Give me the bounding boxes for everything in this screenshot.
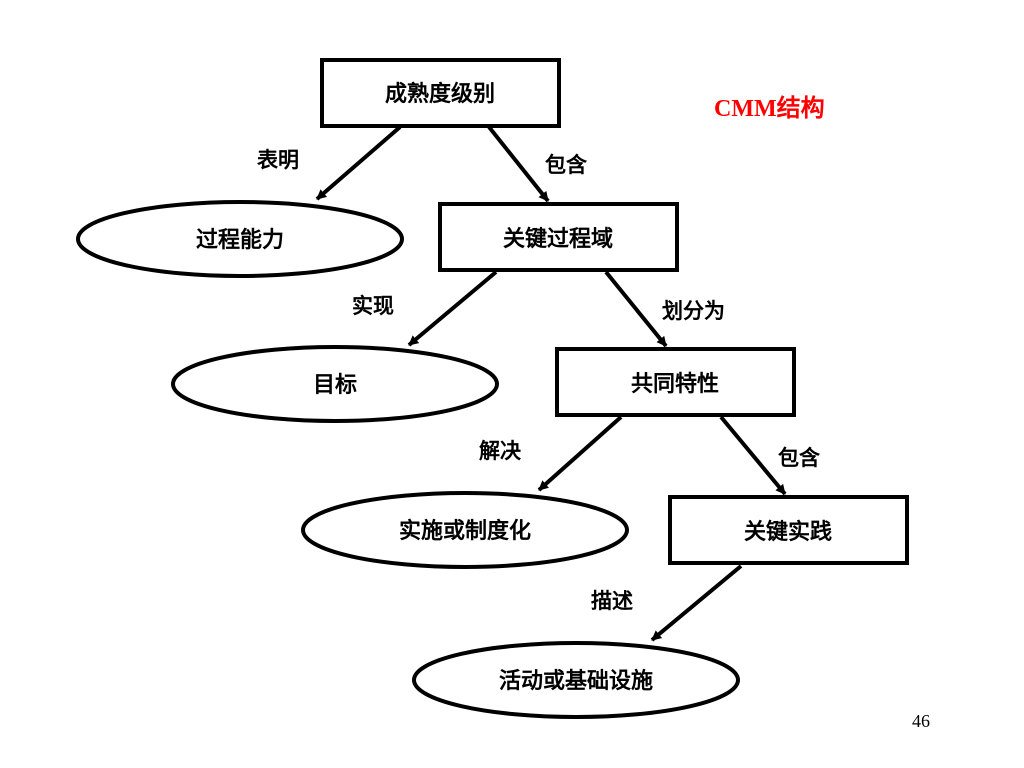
diagram-title: CMM结构 (714, 94, 825, 122)
edge-label-addresses: 解决 (479, 439, 522, 463)
edge-label-contains-2: 包含 (778, 446, 821, 470)
node-activities-ellipse (412, 641, 740, 719)
node-common-features-box (555, 347, 796, 417)
edge-label-contains-1: 包含 (545, 153, 588, 177)
edge-achieves-arrow (407, 270, 498, 347)
edge-indicates-arrow (315, 125, 402, 201)
node-goals-ellipse (171, 345, 499, 423)
node-key-practices-box (668, 495, 909, 565)
node-implementation-institutionalization: 实施或制度化 (399, 518, 531, 544)
node-process-capability: 过程能力 (196, 227, 284, 253)
node-key-process-area: 关键过程域 (503, 226, 613, 252)
edge-describes-arrow (650, 564, 743, 642)
edge-label-divided-into: 划分为 (662, 299, 725, 323)
page-number: 46 (912, 711, 930, 731)
edge-contains-2-arrow (719, 415, 787, 496)
node-implementation-ellipse (301, 491, 629, 569)
node-key-process-area-box (438, 202, 679, 272)
node-goals: 目标 (313, 372, 357, 398)
node-activities-infrastructure: 活动或基础设施 (499, 668, 653, 694)
node-process-capability-ellipse (76, 200, 404, 278)
edge-label-achieves: 实现 (352, 294, 394, 318)
edge-divided-into-arrow (604, 270, 668, 348)
edge-label-describes: 描述 (591, 589, 633, 613)
node-common-features: 共同特性 (631, 371, 719, 397)
node-maturity-level: 成熟度级别 (385, 81, 495, 107)
node-maturity-level-box (320, 58, 561, 128)
edge-label-indicates: 表明 (257, 148, 299, 172)
edge-contains-1-arrow (487, 125, 550, 203)
edge-addresses-arrow (537, 415, 623, 492)
node-key-practices: 关键实践 (744, 519, 832, 545)
